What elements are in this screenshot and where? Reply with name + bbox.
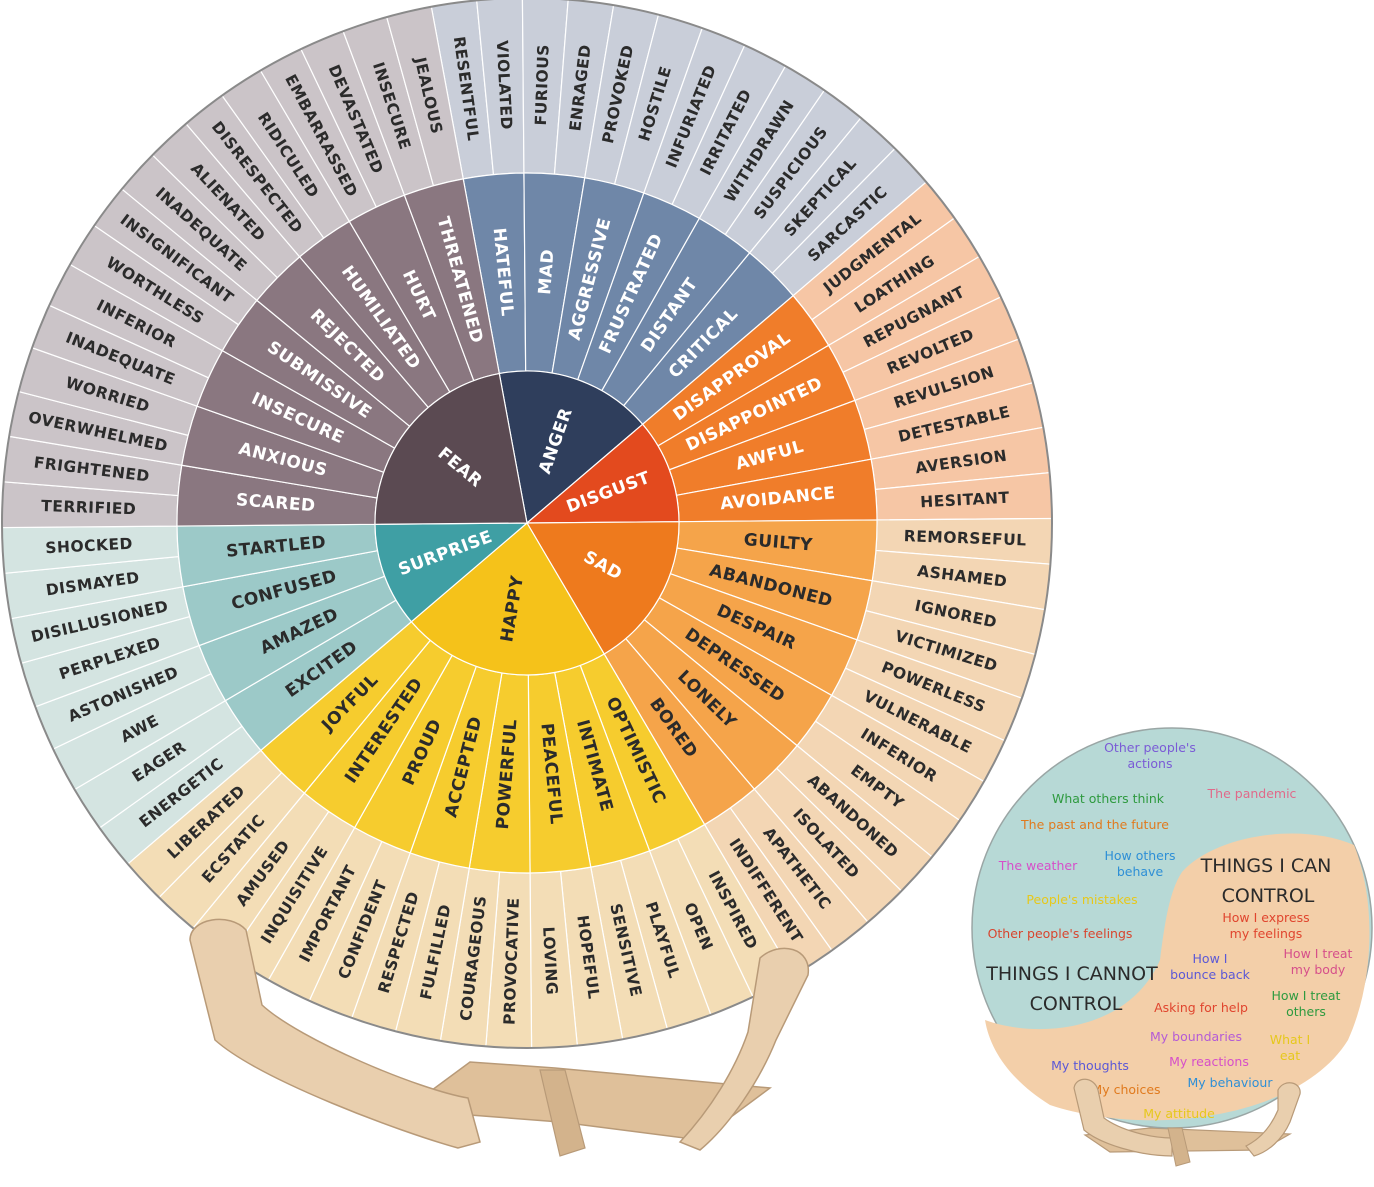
cannot-control-item-5: The weather xyxy=(998,858,1078,873)
stand-center-plank xyxy=(539,1069,586,1157)
cannot-control-item-6-line2: behave xyxy=(1117,864,1164,879)
core-sector-disgust xyxy=(525,423,680,524)
cannot-control-title-2: CONTROL xyxy=(1030,993,1123,1015)
cannot-control-item-3-line1: The pandemic xyxy=(1207,786,1297,801)
outer-label-remorseful: REMORSEFUL xyxy=(904,527,1027,549)
can-control-item-11: My behaviour xyxy=(1188,1075,1274,1090)
can-control-item-9: My reactions xyxy=(1169,1054,1249,1069)
can-control-item-5-line2: others xyxy=(1286,1004,1326,1019)
cannot-control-item-2-line1: What others think xyxy=(1052,791,1165,806)
can-control-item-2-line2: bounce back xyxy=(1170,967,1250,982)
small-stand-left-leg xyxy=(1073,1078,1173,1157)
core-sector-surprise xyxy=(374,522,529,623)
cannot-control-item-8: Other people's feelings xyxy=(988,926,1133,941)
can-control-item-10: My choices xyxy=(1091,1082,1160,1097)
can-control-item-3-line1: How I treat xyxy=(1284,946,1353,961)
can-control-item-3-line2: my body xyxy=(1291,962,1346,977)
can-control-item-7-line2: eat xyxy=(1280,1048,1300,1063)
outer-label-terrified: TERRIFIED xyxy=(41,497,137,518)
wooden-stand-large-front xyxy=(189,918,809,1157)
can-control-item-1-line2: my feelings xyxy=(1230,926,1303,941)
can-control-item-1-line1: How I express xyxy=(1222,910,1309,925)
can-control-item-12-line1: My attitude xyxy=(1143,1106,1215,1121)
can-control-item-6: My boundaries xyxy=(1150,1029,1242,1044)
outer-label-furious: FURIOUS xyxy=(532,44,553,126)
can-control-item-4-line1: Asking for help xyxy=(1154,1000,1248,1015)
small-stand-center-plank xyxy=(1167,1127,1191,1167)
core-sector-sad xyxy=(525,521,680,655)
cannot-control-item-1-line1: Other people's xyxy=(1104,740,1196,755)
cannot-control-item-7-line1: People's mistakes xyxy=(1026,892,1137,907)
can-control-item-4: Asking for help xyxy=(1154,1000,1248,1015)
outer-label-violated: VIOLATED xyxy=(493,40,516,130)
can-control-item-10-line1: My choices xyxy=(1091,1082,1160,1097)
core-sector-anger xyxy=(498,370,644,525)
can-control-title-2: CONTROL xyxy=(1222,885,1315,907)
outer-label-shocked: SHOCKED xyxy=(45,535,133,558)
cannot-control-item-3: The pandemic xyxy=(1207,786,1297,801)
can-control-item-6-line1: My boundaries xyxy=(1150,1029,1242,1044)
can-control-item-11-line1: My behaviour xyxy=(1188,1075,1274,1090)
can-control-item-12: My attitude xyxy=(1143,1106,1215,1121)
outer-label-loving: LOVING xyxy=(539,926,561,995)
wooden-stand-small-front xyxy=(1073,1078,1301,1167)
cannot-control-item-4-line1: The past and the future xyxy=(1020,817,1169,832)
cannot-control-title-1: THINGS I CANNOT xyxy=(985,963,1158,985)
can-control-title-1: THINGS I CAN xyxy=(1200,855,1332,877)
core-sector-fear xyxy=(374,372,528,525)
can-control-item-8: My thoughts xyxy=(1051,1058,1129,1073)
mid-label-mad: MAD xyxy=(535,248,559,295)
core-sector-happy xyxy=(410,522,605,676)
can-control-item-9-line1: My reactions xyxy=(1169,1054,1249,1069)
wheel-rim xyxy=(1,0,1053,1049)
outer-label-hesitant: HESITANT xyxy=(920,489,1010,512)
cannot-control-item-2: What others think xyxy=(1052,791,1165,806)
can-control-item-8-line1: My thoughts xyxy=(1051,1058,1129,1073)
outer-label-provocative: PROVOCATIVE xyxy=(500,897,522,1025)
can-control-item-7-line1: What I xyxy=(1270,1032,1311,1047)
can-control-item-2-line1: How I xyxy=(1193,951,1228,966)
control-circle: THINGS I CAN CONTROL THINGS I CANNOT CON… xyxy=(971,727,1373,1129)
stand-left-leg xyxy=(189,918,481,1149)
cannot-control-item-4: The past and the future xyxy=(1020,817,1169,832)
cannot-control-item-8-line1: Other people's feelings xyxy=(988,926,1133,941)
cannot-control-item-7: People's mistakes xyxy=(1026,892,1137,907)
cannot-control-item-1-line2: actions xyxy=(1128,756,1173,771)
cannot-control-item-5-line1: The weather xyxy=(998,858,1078,873)
things-i-can-control-zone xyxy=(985,833,1370,1121)
cannot-control-item-6-line1: How others xyxy=(1104,848,1175,863)
stand-right-leg xyxy=(678,947,809,1151)
can-control-item-5-line1: How I treat xyxy=(1272,988,1341,1003)
small-stand-right-leg xyxy=(1245,1082,1301,1157)
